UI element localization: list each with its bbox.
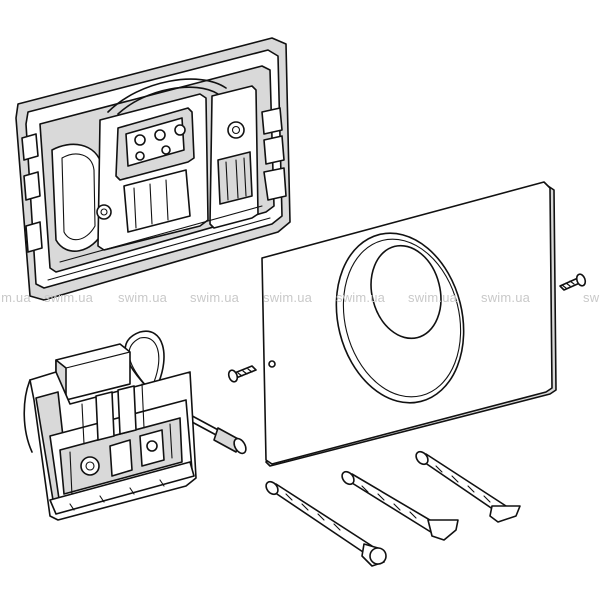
mounting-frame-icon bbox=[15, 37, 291, 301]
cover-plate-icon bbox=[261, 181, 557, 467]
rod-icon-middle bbox=[341, 470, 459, 541]
rod-icon-front bbox=[265, 480, 387, 567]
screw-icon-left bbox=[227, 365, 257, 383]
rod-icon-back bbox=[415, 450, 521, 523]
actuator-module-icon bbox=[23, 330, 247, 521]
screw-icon-right bbox=[559, 273, 587, 291]
